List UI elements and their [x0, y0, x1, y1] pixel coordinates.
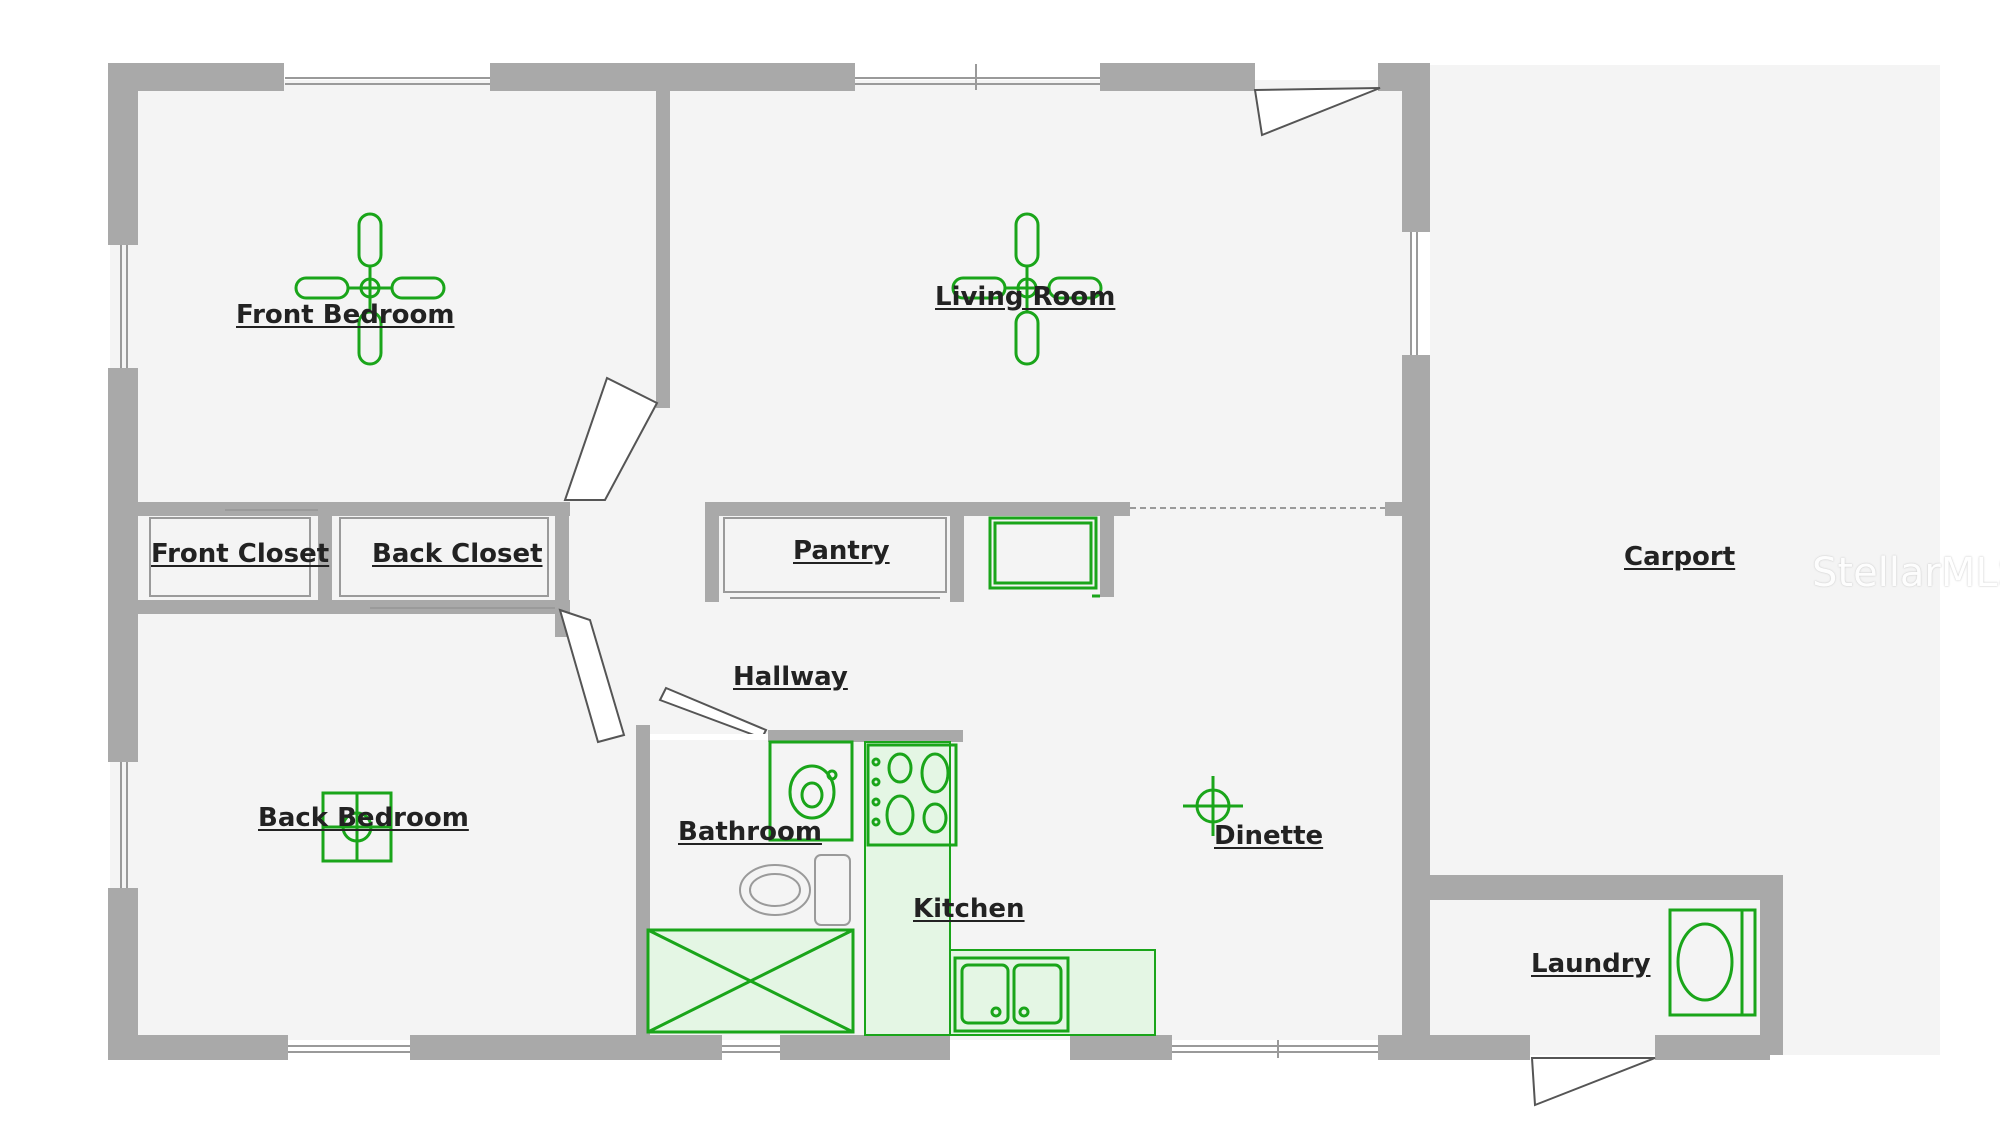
- ceiling-fan-icon-front-bedroom: [294, 212, 446, 366]
- light-fixture-icon-dinette: [1183, 776, 1243, 836]
- toilet-icon: [739, 854, 851, 926]
- interior-walls: [130, 88, 1783, 1055]
- room-label-front-closet: Front Closet: [151, 539, 330, 569]
- windows: [120, 64, 1418, 1058]
- room-label-back-bedroom: Back Bedroom: [258, 803, 469, 833]
- refrigerator-icon: [988, 516, 1100, 598]
- room-label-carport: Carport: [1624, 542, 1736, 572]
- light-fixture-icon-back-bedroom: [321, 791, 393, 863]
- room-label-dinette: Dinette: [1214, 821, 1324, 851]
- shower-icon: [646, 928, 855, 1034]
- watermark: StellarMLS: [1812, 550, 2000, 596]
- room-label-back-closet: Back Closet: [372, 539, 543, 569]
- kitchen-counters: [864, 741, 1156, 1036]
- kitchen-sink-icon: [953, 956, 1070, 1033]
- ceiling-fan-icon-living-room: [951, 212, 1103, 366]
- room-label-living-room: Living Room: [935, 282, 1116, 312]
- room-label-hallway: Hallway: [733, 662, 848, 692]
- room-label-bathroom: Bathroom: [678, 817, 822, 847]
- room-label-laundry: Laundry: [1531, 949, 1651, 979]
- room-label-front-bedroom: Front Bedroom: [236, 300, 455, 330]
- bathroom-sink-icon: [768, 740, 854, 842]
- exterior-walls: [108, 63, 1770, 1060]
- room-label-pantry: Pantry: [793, 536, 890, 566]
- stove-icon: [866, 743, 958, 847]
- doors: [558, 87, 1656, 1107]
- room-label-kitchen: Kitchen: [913, 894, 1025, 924]
- washer-icon: [1668, 908, 1757, 1017]
- closet-outlines: [149, 507, 1385, 609]
